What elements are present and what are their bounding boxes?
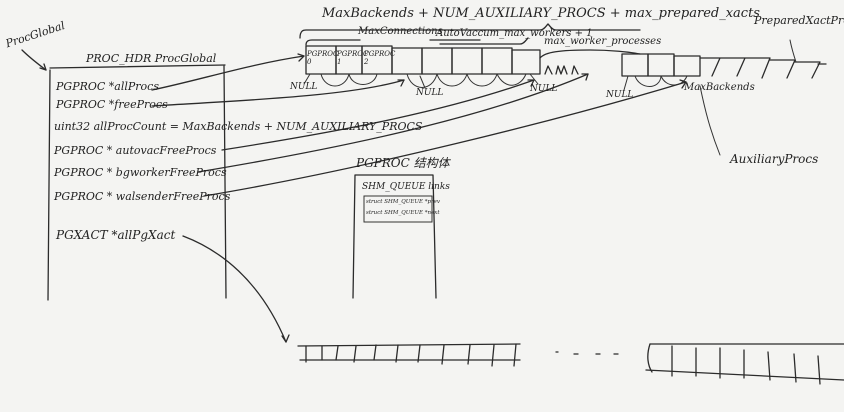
autovacuum-label: AutoVaccum_max_workers + 1 xyxy=(436,28,593,39)
field-freeprocs: PGPROC *freeProcs xyxy=(56,98,168,111)
auxiliaryprocs-pointer xyxy=(699,85,721,156)
pgproc-cell-9 xyxy=(647,53,675,77)
field-allprocs: PGPROC *allProcs xyxy=(56,80,159,93)
link-arc-3 xyxy=(436,73,468,87)
pgxact-array xyxy=(297,343,844,385)
autovacuum-brace xyxy=(439,37,529,45)
field-walsenderfreeprocs: PGPROC * walsenderFreeProcs xyxy=(54,190,231,203)
array-ellipsis-scribble xyxy=(544,65,579,75)
max-connections-label: MaxConnections xyxy=(358,26,443,37)
pgproc-cell-7 xyxy=(511,49,541,75)
pgxact-array-outline-right xyxy=(645,343,844,381)
null-label-2: NULL xyxy=(416,88,444,98)
max-connections-brace xyxy=(305,39,481,46)
auxiliary-procs-label: AuxiliaryProcs xyxy=(730,152,819,166)
null-pointer-3 xyxy=(529,73,539,85)
pgproc-cell-3 xyxy=(391,47,423,75)
pgproc-cell-6 xyxy=(481,47,513,75)
null-pointer-4 xyxy=(623,75,629,91)
pgproc-cell-5 xyxy=(451,47,483,75)
proc-hdr-left-edge xyxy=(47,69,51,301)
link-arc-6 xyxy=(634,75,662,87)
link-arc-4 xyxy=(466,73,498,87)
proc-hdr-header: PROC_HDR ProcGlobal xyxy=(86,52,217,65)
procglobal-pointer-arrow xyxy=(21,49,47,71)
prepared-xact-pointer xyxy=(789,39,797,63)
allpgxact-arrow xyxy=(182,235,287,343)
allpgxact-arrowhead xyxy=(281,334,290,343)
link-arc-2 xyxy=(406,73,438,88)
autovacfreeprocs-arrowhead xyxy=(527,79,535,87)
prepared-xact-procs-label: PreparedXactProcs xyxy=(754,14,844,27)
bgworkerfreeprocs-arrow xyxy=(197,73,589,173)
link-arc-1 xyxy=(348,73,378,85)
pgxact-ellipsis xyxy=(555,351,619,355)
autovacfreeprocs-arrow xyxy=(221,79,535,151)
pgproc-cell-1-label: PGPROC 1 xyxy=(337,50,369,66)
pgproc-struct-box xyxy=(352,174,437,299)
shm-queue-box xyxy=(363,195,433,223)
pgxact-cells-right xyxy=(647,343,821,385)
allprocs-arrow xyxy=(151,55,305,91)
shm-queue-next: struct SHM_QUEUE *next xyxy=(366,210,440,216)
null-pointer-1 xyxy=(303,73,311,85)
null-label-3: NULL xyxy=(530,84,558,94)
bgworkerfreeprocs-arrowhead xyxy=(581,73,589,81)
walsenderfreeprocs-arrow xyxy=(203,81,687,197)
field-bgworkerfreeprocs: PGPROC * bgworkerFreeProcs xyxy=(54,166,227,179)
link-arc-0 xyxy=(320,73,350,87)
allprocs-arrowhead xyxy=(297,53,305,62)
pgxact-cells-left xyxy=(305,343,517,367)
total-array-brace xyxy=(299,23,641,39)
pgxact-array-outline xyxy=(297,343,521,361)
proc-hdr-top-edge xyxy=(49,64,226,69)
pgproc-cell-4 xyxy=(421,47,453,75)
shm-queue-prev: struct SHM_QUEUE *prev xyxy=(366,199,441,205)
pgproc-cell-0-label: PGPROC 0 xyxy=(307,50,339,66)
shm-queue-links-label: SHM_QUEUE links xyxy=(362,182,450,192)
link-arc-5 xyxy=(496,73,527,86)
field-allpgxact: PGXACT *allPgXact xyxy=(56,228,176,242)
field-autovacfreeprocs: PGPROC * autovacFreeProcs xyxy=(54,144,217,157)
null-pointer-2 xyxy=(419,75,426,89)
pgproc-cell-8 xyxy=(621,53,649,77)
prepared-xact-cells xyxy=(699,57,827,79)
walsenderfreeprocs-arrowhead xyxy=(679,79,687,89)
pgproc-cell-2-label: PGPROC 2 xyxy=(364,50,396,66)
pgproc-struct-title: PGPROC 结构体 xyxy=(356,156,450,170)
max-worker-processes-label: max_worker_processes xyxy=(544,36,662,47)
procglobal-pointer-arrowhead xyxy=(39,63,47,71)
top-title: MaxBackends + NUM_AUXILIARY_PROCS + max_… xyxy=(322,6,760,21)
freeprocs-arrow xyxy=(151,79,405,107)
pgproc-cell-10 xyxy=(673,55,701,77)
field-allproccount: uint32 allProcCount = MaxBackends + NUM_… xyxy=(54,120,423,133)
null-label-1: NULL xyxy=(290,82,318,92)
null-label-4: NULL xyxy=(606,90,634,100)
max-worker-brace xyxy=(539,49,641,59)
freeprocs-arrowhead xyxy=(397,79,405,87)
max-backends-label: MaxBackends xyxy=(684,82,755,93)
proc-hdr-right-edge xyxy=(223,65,227,299)
